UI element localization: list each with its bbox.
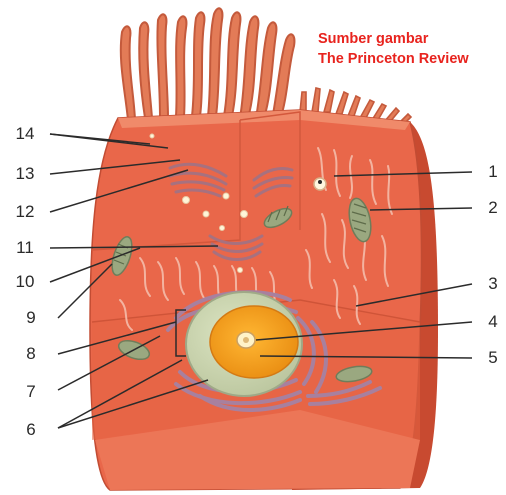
label-2: 2	[478, 198, 506, 218]
label-1: 1	[478, 162, 506, 182]
label-7: 7	[16, 382, 46, 402]
label-8: 8	[16, 344, 46, 364]
label-11: 11	[10, 238, 40, 258]
source-line-1: Sumber gambar	[318, 30, 428, 48]
label-13: 13	[10, 164, 40, 184]
label-9: 9	[16, 308, 46, 328]
pointer-dot-1	[318, 180, 322, 184]
nucleolus-core	[243, 337, 249, 343]
label-12: 12	[10, 202, 40, 222]
label-5: 5	[478, 348, 506, 368]
label-10: 10	[10, 272, 40, 292]
label-6: 6	[16, 420, 46, 440]
label-3: 3	[478, 274, 506, 294]
label-14: 14	[10, 124, 40, 144]
microvilli	[121, 8, 295, 120]
label-4: 4	[478, 312, 506, 332]
source-line-2: The Princeton Review	[318, 50, 469, 68]
